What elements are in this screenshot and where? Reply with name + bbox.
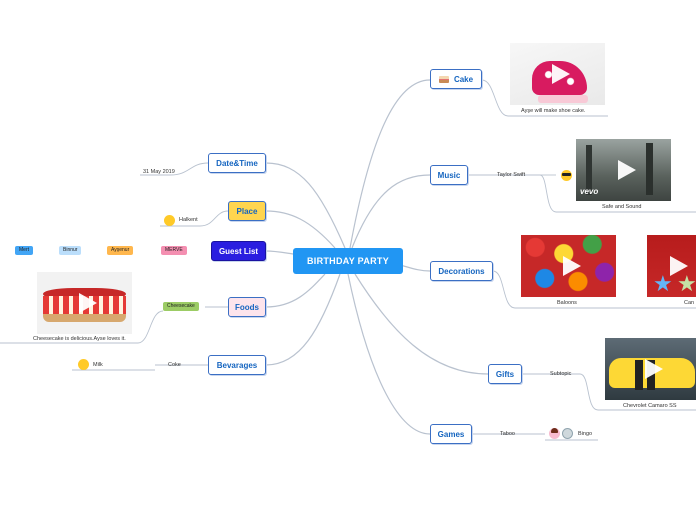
play-icon bbox=[644, 359, 663, 379]
play-icon bbox=[78, 293, 97, 313]
music-video-caption: Safe and Sound bbox=[602, 204, 642, 210]
woman-emoji-icon bbox=[549, 428, 560, 439]
gear-icon bbox=[562, 428, 573, 439]
games-subtopic-taboo: Taboo bbox=[500, 431, 515, 437]
cake-caption: Ayşe will make shoe cake. bbox=[521, 108, 586, 114]
music-subtopic: Taylor Swift bbox=[497, 172, 526, 178]
gifts-subtopic: Subtopic bbox=[550, 371, 572, 377]
balloons-video-thumbnail[interactable] bbox=[521, 235, 616, 297]
play-icon bbox=[551, 64, 570, 84]
beverages-subtopic-coke: Coke bbox=[168, 362, 181, 368]
topic-place-label: Place bbox=[236, 206, 258, 216]
place-subtopic: Halkent bbox=[179, 217, 198, 223]
beverages-subtopic-milk: Milk bbox=[93, 362, 103, 368]
candles-video-thumbnail[interactable]: ★ ★ bbox=[647, 235, 696, 297]
topic-foods-label: Foods bbox=[235, 302, 259, 312]
candles-caption: Can bbox=[684, 300, 695, 306]
blue-star-icon: ★ bbox=[653, 271, 673, 296]
guest-tag-mert[interactable]: Mert bbox=[15, 246, 33, 255]
topic-games-label: Games bbox=[437, 429, 465, 439]
topic-date-time[interactable]: Date&Time bbox=[208, 153, 266, 173]
date-subtopic: 31 May 2019 bbox=[143, 169, 175, 175]
topic-date-time-label: Date&Time bbox=[216, 158, 258, 168]
balloons-caption: Baloons bbox=[557, 300, 577, 306]
topic-cake[interactable]: Cake bbox=[430, 69, 482, 89]
topic-decorations-label: Decorations bbox=[438, 266, 485, 276]
topic-place[interactable]: Place bbox=[228, 201, 266, 221]
cake-icon bbox=[438, 75, 449, 83]
topic-games[interactable]: Games bbox=[430, 424, 472, 444]
guest-tag-binnur[interactable]: Binnur bbox=[59, 246, 82, 255]
topic-beverages[interactable]: Bevarages bbox=[208, 355, 266, 375]
topic-beverages-label: Bevarages bbox=[216, 360, 258, 370]
central-topic[interactable]: BIRTHDAY PARTY bbox=[293, 248, 403, 274]
games-subtopic-bingo: Bingo bbox=[578, 431, 593, 437]
topic-music-label: Music bbox=[437, 170, 461, 180]
topic-foods[interactable]: Foods bbox=[228, 297, 266, 317]
camaro-caption: Chevrolet Camaro SS bbox=[623, 403, 677, 409]
music-video-thumbnail[interactable]: vevo bbox=[576, 139, 671, 201]
laughing-emoji-icon bbox=[164, 215, 175, 226]
sunglasses-emoji-icon bbox=[561, 170, 572, 181]
guest-tag-aysenur[interactable]: Ayşenur bbox=[107, 246, 134, 255]
play-icon bbox=[617, 160, 636, 180]
foods-tag-cheesecake[interactable]: Cheesecake bbox=[163, 302, 199, 311]
cake-video-thumbnail[interactable] bbox=[510, 43, 605, 105]
cheesecake-video-thumbnail[interactable] bbox=[37, 272, 132, 334]
play-icon bbox=[669, 256, 688, 276]
topic-gifts[interactable]: Gifts bbox=[488, 364, 522, 384]
vevo-logo: vevo bbox=[580, 187, 599, 196]
topic-cake-label: Cake bbox=[453, 74, 474, 84]
topic-decorations[interactable]: Decorations bbox=[430, 261, 493, 281]
play-icon bbox=[562, 256, 581, 276]
guest-tag-merve[interactable]: MERVE bbox=[161, 246, 187, 255]
green-star-icon: ★ bbox=[677, 271, 696, 296]
cheesecake-caption: Cheesecake is delicious.Ayse loves it. bbox=[33, 336, 126, 342]
camaro-video-thumbnail[interactable] bbox=[605, 338, 696, 400]
topic-guest-list-label: Guest List bbox=[218, 246, 259, 256]
topic-gifts-label: Gifts bbox=[495, 369, 515, 379]
topic-guest-list[interactable]: Guest List bbox=[211, 241, 266, 261]
topic-music[interactable]: Music bbox=[430, 165, 468, 185]
laughing-emoji-icon bbox=[78, 359, 89, 370]
